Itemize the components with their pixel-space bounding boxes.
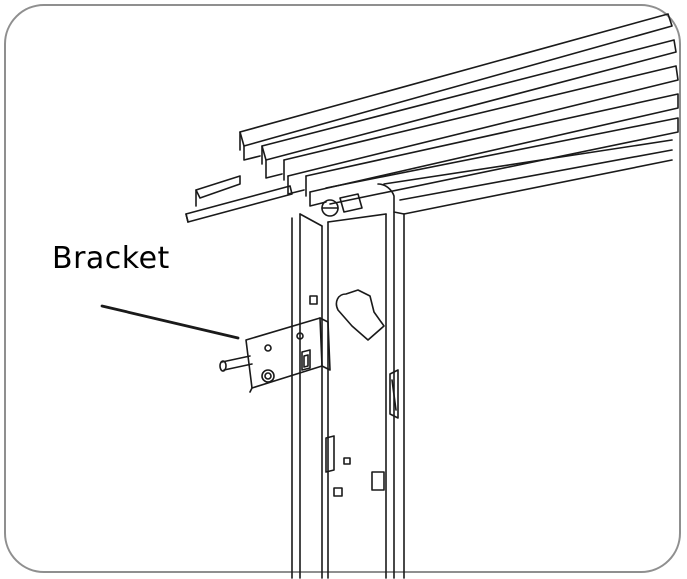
vertical-post	[291, 211, 405, 579]
bracket-leader-line	[100, 304, 240, 340]
bracket-label: Bracket	[52, 241, 170, 276]
top-rail-assembly	[185, 13, 679, 223]
bracket-part	[219, 317, 331, 393]
figure-frame	[4, 4, 681, 573]
